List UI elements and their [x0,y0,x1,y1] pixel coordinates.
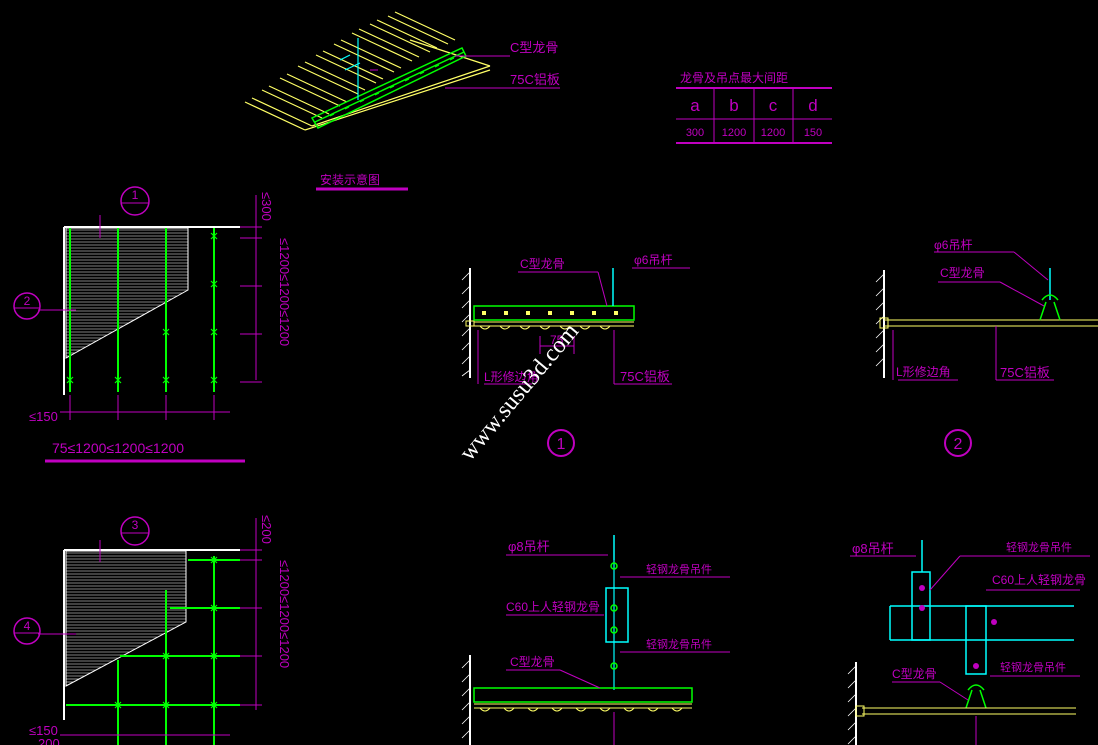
ceiling-plan-1: 1 2 ≤300 ≤1200≤1200≤1200 ≤150 75≤1200≤12… [13,186,292,463]
detail3-label-rod: φ8吊杆 [508,539,550,554]
plan2-dim-bottom-cut: 200 [38,736,60,745]
detail1-marker-label: 1 [557,436,566,453]
detail2-marker-label: 2 [954,436,963,453]
detail4-label-c60: C60上人轻钢龙骨 [992,573,1086,587]
detail3-bolts [610,562,618,670]
detail4-label-hanger-mid: 轻钢龙骨吊件 [1000,660,1066,674]
plan2-dim-top: ≤200 [259,515,274,544]
detail4-label-keel: C型龙骨 [892,667,937,681]
detail4-c60-channel [889,605,1074,641]
ceiling-plan-2: 3 4 ≤200 ≤1200≤1200≤1200 ≤150 200 [13,515,292,745]
iso-panel-strips [244,11,491,131]
detail4-leaders [850,555,1090,745]
iso-label-keel: C型龙骨 [510,40,558,55]
plan1-dim-bottom: 75≤1200≤1200≤1200 [52,440,184,456]
table-value-d: 150 [804,127,822,139]
detail4-label-hanger-top: 轻钢龙骨吊件 [1006,540,1072,554]
detail2-panel [879,317,1098,329]
detail2-leaders [892,251,1054,381]
plan2-marker-side-label: 4 [24,619,31,633]
plan2-hanger-points [114,556,218,709]
plan2-dims [38,518,262,736]
iso-caption: 安装示意图 [320,172,380,187]
detail1-c-keel [473,305,635,321]
table-header-c: c [769,96,778,115]
detail2-label-edge: L形修边角 [896,364,951,379]
plan1-dim-top: ≤300 [259,192,274,221]
plan1-dim-left-bottom: ≤150 [29,409,58,424]
detail2-label-rod: φ6吊杆 [934,238,972,252]
detail4-panel [855,705,1076,717]
detail4-bolts [919,585,997,669]
detail4-label-rod: φ8吊杆 [852,541,894,556]
plan1-hanger-points [66,232,218,384]
detail4-hanger-mid [965,605,987,675]
detail3-label-keel: C型龙骨 [510,655,555,669]
detail1-wall-hatch [461,271,471,377]
plan2-marker-side [13,617,41,645]
iso-label-panel: 75C铝板 [510,72,560,87]
detail4-clip [965,684,987,709]
table-header-d: d [808,96,817,115]
table-value-b: 1200 [722,127,746,139]
detail1-edge-trim [465,320,475,327]
detail3-panel [474,703,692,712]
table-value-a: 300 [686,127,704,139]
plan2-marker-top [120,516,150,546]
detail3-wall-hatch [461,659,471,739]
detail1-keel-slots [482,311,618,315]
plan1-dims [38,195,262,420]
detail3-label-c60: C60上人轻钢龙骨 [506,600,600,614]
plan1-marker-top-label: 1 [132,188,139,202]
plan1-marker-side [13,292,41,320]
plan1-hatch [66,229,188,357]
table-value-c: 1200 [761,127,785,139]
detail2-clip [1039,294,1061,321]
detail1-label-panel: 75C铝板 [620,369,670,384]
detail3-c60-channel [605,587,629,643]
detail1-marker [547,429,575,457]
spacing-table: 龙骨及吊点最大间距 a b c d 300 1200 1200 150 [676,71,832,144]
plan2-keels [66,556,240,745]
detail1-label-dim: 75 [550,333,564,347]
section-detail-3: φ8吊杆 轻钢龙骨吊件 C60上人轻钢龙骨 轻钢龙骨吊件 C型龙骨 [461,535,730,745]
plan1-keels [69,228,215,392]
detail2-label-keel: C型龙骨 [940,266,985,280]
iso-keel-holes [329,57,455,117]
isometric-install-view: C型龙骨 75C铝板 安装示意图 [244,11,560,191]
detail2-label-panel: 75C铝板 [1000,365,1050,380]
detail4-wall-hatch [847,665,857,745]
section-detail-4: φ8吊杆 轻钢龙骨吊件 C60上人轻钢龙骨 轻钢龙骨吊件 C型龙骨 [847,540,1090,745]
table-column-rules [713,88,794,143]
iso-hanger-rods [339,38,361,100]
detail3-c-keel [473,687,693,703]
detail1-leaders [477,267,690,385]
plan1-marker-side-label: 2 [24,294,31,308]
detail2-marker [944,429,972,457]
plan2-dim-left-bottom: ≤150 [29,723,58,738]
detail1-label-keel: C型龙骨 [520,257,565,271]
iso-leader-lines [370,55,560,89]
table-header-a: a [690,96,700,115]
plan2-marker-top-label: 3 [132,518,139,532]
detail1-label-edge: L形修边角 [484,369,539,384]
detail3-leaders [506,554,730,745]
detail1-panel [474,321,634,330]
plan1-dim-right: ≤1200≤1200≤1200 [277,238,292,346]
detail3-label-hanger-mid: 轻钢龙骨吊件 [646,637,712,651]
detail3-label-hanger-top: 轻钢龙骨吊件 [646,562,712,576]
plan1-marker-top [120,186,150,216]
plan2-dim-right: ≤1200≤1200≤1200 [277,560,292,668]
table-header-b: b [729,96,738,115]
iso-c-keel [310,47,468,129]
detail1-label-rod: φ6吊杆 [634,253,672,267]
section-detail-2: φ6吊杆 C型龙骨 L形修边角 75C铝板 2 [875,238,1098,457]
plan2-hatch [66,552,186,686]
table-title: 龙骨及吊点最大间距 [680,71,788,85]
section-detail-1: C型龙骨 φ6吊杆 75 L形修边角 75C铝板 1 [461,253,690,457]
